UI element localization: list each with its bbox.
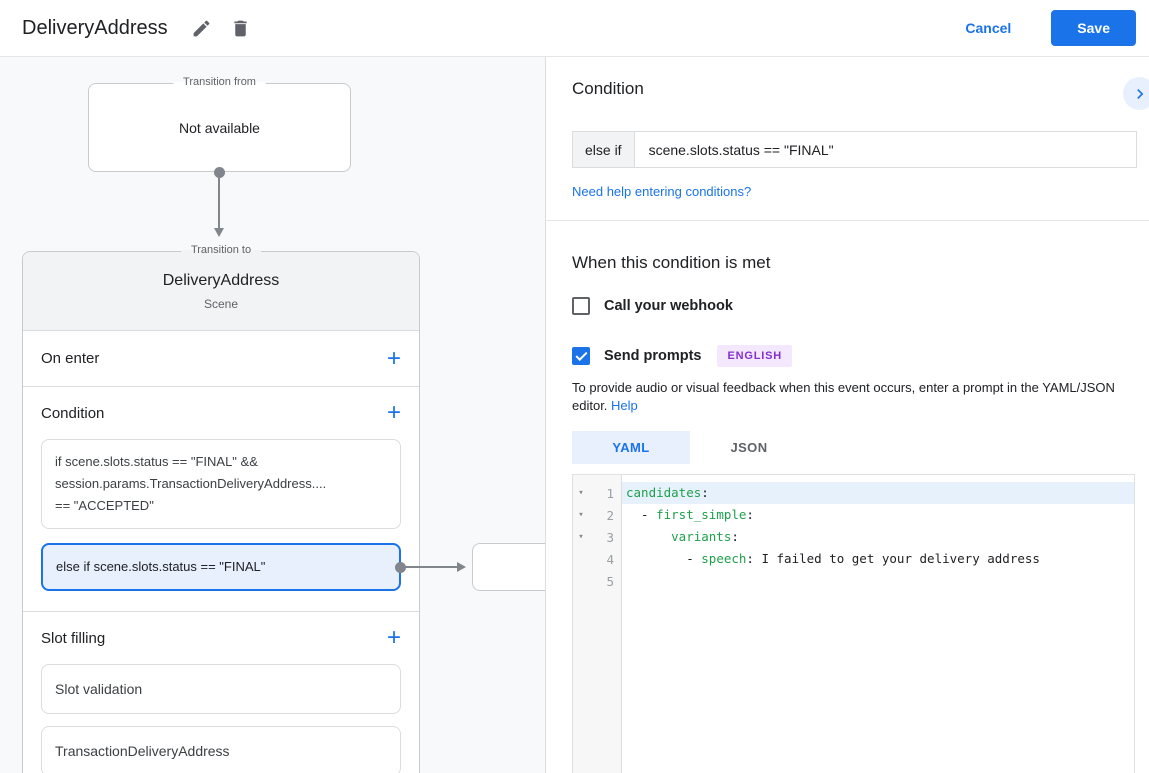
send-prompts-label[interactable]: Send prompts bbox=[604, 348, 702, 364]
slot-filling-section: Slot filling + Slot validation Transacti… bbox=[23, 612, 419, 773]
flow-arrow-down-icon bbox=[213, 167, 226, 239]
call-webhook-row: Call your webhook bbox=[572, 297, 1149, 315]
page-title: DeliveryAddress bbox=[22, 16, 168, 39]
condition-edit-panel: Condition else if scene.slots.status == … bbox=[546, 57, 1149, 773]
code-line[interactable]: variants: bbox=[671, 529, 739, 544]
webhook-checkbox[interactable] bbox=[572, 297, 590, 315]
code-line[interactable] bbox=[622, 570, 1134, 592]
connector-arrowhead-icon bbox=[457, 561, 466, 572]
help-link[interactable]: Help bbox=[611, 398, 638, 413]
line-number: 4 bbox=[606, 551, 614, 567]
transition-from-legend: Transition from bbox=[173, 76, 266, 88]
editor-gutter: ▾1▾2▾3▾4▾5 bbox=[573, 475, 622, 773]
scene-node-header[interactable]: DeliveryAddress Scene bbox=[23, 252, 419, 331]
slot-filling-label: Slot filling bbox=[41, 629, 106, 647]
code-line[interactable]: - speech: I failed to get your delivery … bbox=[626, 551, 1040, 566]
line-number: 2 bbox=[606, 507, 614, 523]
transition-target-node[interactable] bbox=[472, 543, 545, 591]
condition-item-selected[interactable]: else if scene.slots.status == "FINAL" bbox=[41, 543, 545, 591]
tab-json[interactable]: JSON bbox=[730, 440, 768, 455]
trash-icon bbox=[230, 18, 251, 39]
fold-arrow-icon[interactable]: ▾ bbox=[578, 510, 584, 520]
transition-from-value: Not available bbox=[179, 119, 260, 136]
editor-format-tabs: YAML JSON bbox=[572, 431, 1149, 464]
add-slot-button[interactable]: + bbox=[386, 624, 401, 651]
scene-diagram-panel: Transition from Not available Transition… bbox=[0, 57, 546, 773]
save-button[interactable]: Save bbox=[1051, 10, 1136, 46]
condition-section-label: Condition bbox=[41, 404, 105, 422]
slot-item[interactable]: TransactionDeliveryAddress bbox=[41, 726, 401, 773]
edit-title-button[interactable] bbox=[186, 13, 217, 44]
panel-heading: Condition bbox=[572, 79, 644, 98]
on-enter-label: On enter bbox=[41, 350, 100, 367]
line-number: 5 bbox=[606, 573, 614, 589]
top-bar: DeliveryAddress Cancel Save bbox=[0, 0, 1149, 57]
yaml-code-editor: ▾1▾2▾3▾4▾5 candidates: - first_simple: v… bbox=[572, 474, 1135, 773]
scene-node-subtitle: Scene bbox=[203, 296, 239, 311]
fold-arrow-icon[interactable]: ▾ bbox=[578, 532, 584, 542]
connector-line bbox=[404, 566, 458, 568]
transition-from-node[interactable]: Transition from Not available bbox=[88, 76, 351, 172]
scene-node-card: Transition to DeliveryAddress Scene On e… bbox=[22, 244, 545, 773]
code-line[interactable]: - first_simple: bbox=[626, 507, 754, 522]
on-enter-row: On enter + bbox=[23, 331, 419, 387]
condition-expression-input[interactable]: scene.slots.status == "FINAL" bbox=[648, 141, 834, 158]
fold-arrow-icon[interactable]: ▾ bbox=[578, 488, 584, 498]
when-condition-met-heading: When this condition is met bbox=[572, 253, 771, 272]
webhook-label[interactable]: Call your webhook bbox=[604, 298, 733, 314]
line-number: 3 bbox=[606, 529, 614, 545]
scene-node-title: DeliveryAddress bbox=[162, 271, 280, 289]
main-content: Transition from Not available Transition… bbox=[0, 57, 1149, 773]
language-badge: ENGLISH bbox=[717, 345, 792, 367]
condition-expression-field: else if scene.slots.status == "FINAL" bbox=[572, 131, 1137, 168]
line-number: 1 bbox=[606, 485, 614, 501]
editor-code[interactable]: candidates: - first_simple: variants: - … bbox=[622, 475, 1134, 773]
panel-divider bbox=[546, 220, 1149, 221]
add-on-enter-button[interactable]: + bbox=[386, 344, 401, 372]
chevron-right-icon bbox=[1130, 84, 1149, 104]
slot-validation-item[interactable]: Slot validation bbox=[41, 664, 401, 714]
send-prompts-row: Send prompts ENGLISH bbox=[572, 345, 1149, 367]
prompt-description: To provide audio or visual feedback when… bbox=[572, 380, 1115, 413]
delete-scene-button[interactable] bbox=[225, 13, 256, 44]
conditions-help-link[interactable]: Need help entering conditions? bbox=[572, 184, 752, 199]
condition-item[interactable]: if scene.slots.status == "FINAL" && sess… bbox=[41, 439, 401, 529]
condition-prefix: else if bbox=[573, 132, 635, 167]
condition-section: Condition + if scene.slots.status == "FI… bbox=[23, 387, 545, 612]
add-condition-button[interactable]: + bbox=[386, 399, 401, 426]
tab-yaml[interactable]: YAML bbox=[572, 431, 690, 464]
pencil-icon bbox=[191, 18, 212, 39]
code-line[interactable]: candidates: bbox=[622, 482, 1134, 504]
transition-to-legend: Transition to bbox=[180, 244, 262, 256]
collapse-panel-button[interactable] bbox=[1123, 77, 1149, 110]
connector-dot bbox=[395, 561, 406, 573]
send-prompts-checkbox[interactable] bbox=[572, 347, 590, 365]
cancel-button[interactable]: Cancel bbox=[965, 20, 1012, 36]
